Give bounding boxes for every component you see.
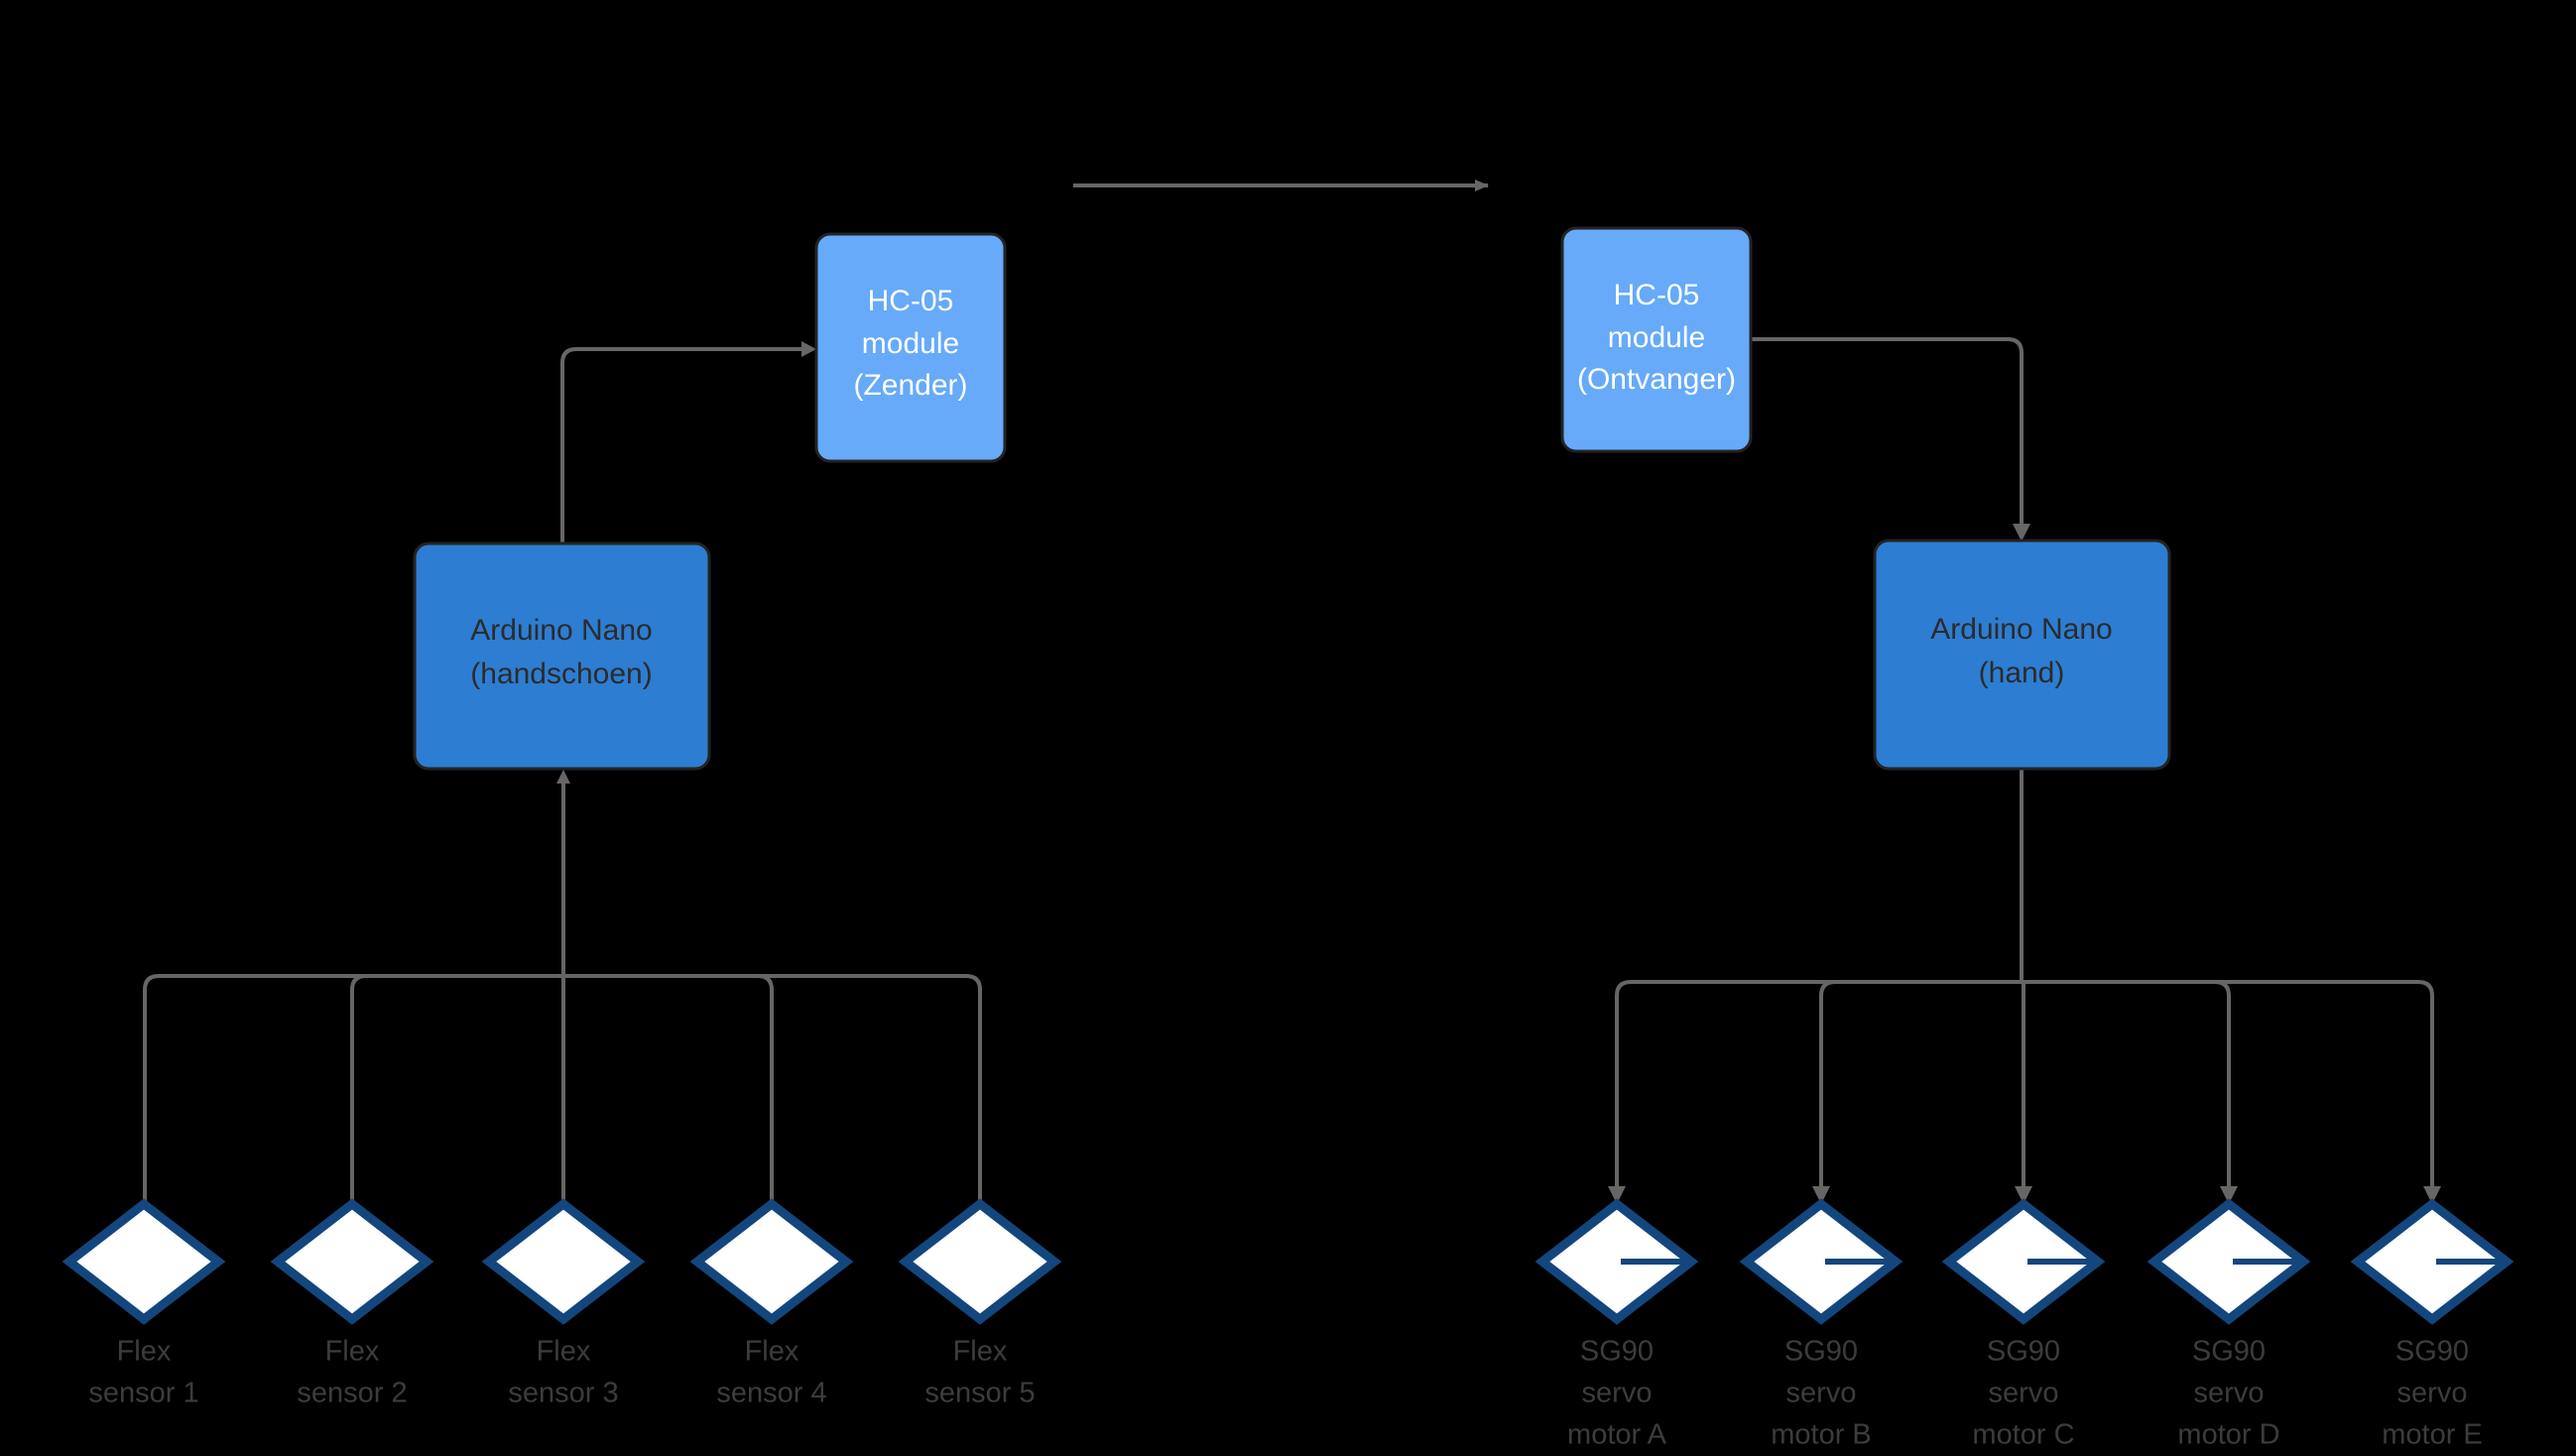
flex-sensor-5-node[interactable]: Flex sensor 5 <box>898 1198 1062 1409</box>
hc05-ontvanger-node[interactable]: HC-05 module (Ontvanger) <box>1560 226 1753 453</box>
sg90-servo-motor-d-caption-line-1: SG90 <box>2192 1336 2266 1368</box>
sg90-servo-motor-c-diamond[interactable] <box>1941 1198 2106 1325</box>
sg90-servo-motor-a-caption-line-3: motor A <box>1567 1419 1667 1451</box>
sg90-servo-motor-b-caption-line-3: motor B <box>1771 1419 1872 1451</box>
sg90-servo-motor-e-caption-line-1: SG90 <box>2395 1336 2469 1368</box>
hc05-ontvanger-label-line-1: HC-05 <box>1614 279 1700 311</box>
arduino-nano-handschoen-node[interactable]: Arduino Nano (handschoen) <box>413 542 711 771</box>
servo-bus <box>1615 980 2434 1188</box>
servo-bus-drop-b <box>1819 980 1837 1188</box>
sg90-servo-motor-b-diamond[interactable] <box>1739 1198 1903 1325</box>
servo-c-arrowhead <box>2015 1186 2032 1204</box>
arduino-nano-hand-node[interactable]: Arduino Nano (hand) <box>1873 539 2171 771</box>
flex-to-arduino-arrowhead <box>556 770 570 784</box>
servo-bus-drop-d <box>2213 980 2231 1188</box>
sg90-servo-motor-c-node[interactable]: SG90 servo motor C <box>1941 1198 2106 1451</box>
sg90-servo-motor-c-caption-line-1: SG90 <box>1987 1336 2060 1368</box>
arduino-nano-hand-label-line-2: (hand) <box>1979 657 2065 689</box>
sg90-servo-motor-b-caption-line-2: servo <box>1786 1378 1857 1409</box>
hc05-ontvanger-box[interactable] <box>1560 226 1753 453</box>
flex-sensor-4-caption-line-2: sensor 4 <box>716 1378 826 1409</box>
ontvanger-to-arduino-arrowhead <box>2013 524 2030 542</box>
sg90-servo-motor-e-diamond[interactable] <box>2350 1198 2515 1325</box>
servo-b-arrowhead <box>1812 1186 1830 1204</box>
sg90-servo-motor-a-diamond[interactable] <box>1534 1198 1699 1325</box>
servo-e-arrowhead <box>2423 1186 2441 1204</box>
flex-sensor-4-diamond[interactable] <box>689 1198 854 1325</box>
sg90-servo-motor-e-caption-line-2: servo <box>2397 1378 2468 1409</box>
sg90-servo-motor-e-node[interactable]: SG90 servo motor E <box>2350 1198 2515 1451</box>
arduino-to-zender-arrowhead <box>801 341 816 357</box>
servo-d-arrowhead <box>2220 1186 2238 1204</box>
servo-a-arrowhead <box>1608 1186 1626 1204</box>
flex-sensor-2-node[interactable]: Flex sensor 2 <box>270 1198 434 1409</box>
flex-sensor-2-diamond[interactable] <box>270 1198 434 1325</box>
sg90-servo-motor-a-caption-line-2: servo <box>1582 1378 1653 1409</box>
sg90-servo-motor-b-caption-line-1: SG90 <box>1784 1336 1858 1368</box>
sg90-servo-motor-a-node[interactable]: SG90 servo motor A <box>1534 1198 1699 1451</box>
flex-bus-drop-4 <box>756 974 774 1206</box>
hc05-zender-box[interactable] <box>814 232 1007 463</box>
arduino-nano-handschoen-label-line-1: Arduino Nano <box>470 614 652 647</box>
arduino-nano-hand-box[interactable] <box>1873 539 2171 771</box>
flex-sensor-3-caption-line-1: Flex <box>537 1336 591 1368</box>
arduino-nano-hand-label-line-1: Arduino Nano <box>1930 613 2112 646</box>
hc05-ontvanger-label-line-3: (Ontvanger) <box>1577 363 1736 396</box>
flex-sensor-5-diamond[interactable] <box>898 1198 1062 1325</box>
flex-sensor-4-node[interactable]: Flex sensor 4 <box>689 1198 854 1409</box>
hc05-zender-label-line-3: (Zender) <box>853 369 967 402</box>
flex-sensor-1-caption-line-1: Flex <box>117 1336 172 1368</box>
flex-sensor-3-node[interactable]: Flex sensor 3 <box>481 1198 646 1409</box>
sg90-servo-motor-b-node[interactable]: SG90 servo motor B <box>1739 1198 1903 1451</box>
sg90-servo-motor-e-caption-line-3: motor E <box>2382 1419 2483 1451</box>
flex-sensor-2-caption-line-1: Flex <box>325 1336 380 1368</box>
hc05-zender-label-line-1: HC-05 <box>868 285 954 317</box>
hc05-ontvanger-label-line-2: module <box>1608 321 1705 354</box>
sg90-servo-motor-c-caption-line-3: motor C <box>1972 1419 2074 1451</box>
sg90-servo-motor-d-caption-line-2: servo <box>2194 1378 2265 1409</box>
ontvanger-to-arduino-edge <box>1749 337 2030 542</box>
sg90-servo-motor-c-caption-line-2: servo <box>1989 1378 2059 1409</box>
flex-sensor-1-node[interactable]: Flex sensor 1 <box>61 1198 226 1409</box>
arduino-nano-handschoen-label-line-2: (handschoen) <box>470 658 652 690</box>
flex-sensor-4-caption-line-1: Flex <box>745 1336 799 1368</box>
flex-to-arduino-edge <box>556 770 570 976</box>
flex-bus-drop-2 <box>350 974 368 1206</box>
sg90-servo-motor-a-caption-line-1: SG90 <box>1580 1336 1654 1368</box>
flex-sensor-bus <box>143 974 982 1206</box>
servo-bus-arrowheads <box>1608 1186 2441 1204</box>
flex-sensor-3-diamond[interactable] <box>481 1198 646 1325</box>
flex-sensor-5-caption-line-1: Flex <box>953 1336 1008 1368</box>
hc05-zender-label-line-2: module <box>862 327 959 360</box>
sg90-servo-motor-d-node[interactable]: SG90 servo motor D <box>2147 1198 2311 1451</box>
flex-sensor-1-caption-line-2: sensor 1 <box>88 1378 198 1409</box>
flex-sensor-1-diamond[interactable] <box>61 1198 226 1325</box>
arduino-nano-handschoen-box[interactable] <box>413 542 711 771</box>
flex-sensor-3-caption-line-2: sensor 3 <box>508 1378 618 1409</box>
arduino-to-zender-edge <box>560 341 816 546</box>
flex-sensor-2-caption-line-2: sensor 2 <box>297 1378 407 1409</box>
hc05-zender-node[interactable]: HC-05 module (Zender) <box>814 232 1007 463</box>
flex-sensor-5-caption-line-2: sensor 5 <box>924 1378 1035 1409</box>
sg90-servo-motor-d-caption-line-3: motor D <box>2177 1419 2279 1451</box>
sg90-servo-motor-d-diamond[interactable] <box>2147 1198 2311 1325</box>
